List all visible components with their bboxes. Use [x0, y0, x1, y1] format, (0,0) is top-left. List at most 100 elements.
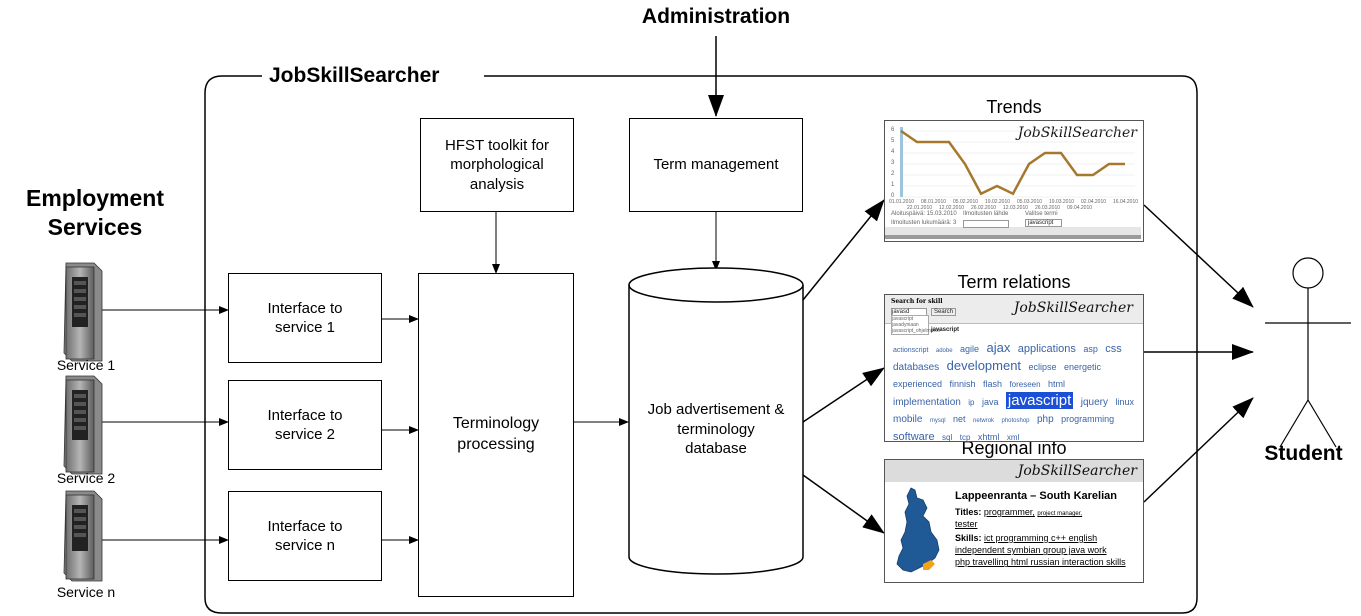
term-relations-screenshot: JobSkillSearcher Search for skill javasd…	[884, 294, 1144, 442]
interface-service-n: Interface to service n	[228, 491, 382, 581]
system-boundary	[204, 75, 1198, 614]
cloud-term[interactable]: php	[1036, 414, 1054, 426]
cloud-term[interactable]: foreseen	[1009, 380, 1041, 390]
administration-title: Administration	[641, 5, 791, 28]
cloud-term[interactable]: ip	[968, 397, 975, 407]
cloud-term[interactable]: experienced	[893, 379, 943, 390]
title-item[interactable]: tester	[955, 518, 978, 529]
cloud-term[interactable]: linux	[1115, 396, 1134, 407]
database-cylinder	[628, 267, 804, 575]
cloud-term[interactable]: java	[981, 396, 999, 407]
cloud-term[interactable]: html	[1048, 379, 1066, 390]
trend-date-tick: 22.01.2010	[907, 205, 933, 211]
stick-figure-icon	[1265, 257, 1351, 448]
title-item[interactable]: programmer,	[983, 507, 1035, 517]
cloud-term[interactable]: javascript	[1005, 391, 1074, 409]
regional-info-caption: Regional info	[961, 438, 1067, 458]
suggestion-item[interactable]: javascript_ohjelmointi	[892, 328, 940, 334]
cloud-term[interactable]: agile	[960, 344, 980, 354]
server-icon	[63, 490, 103, 582]
cloud-term[interactable]: development	[946, 357, 1022, 373]
skills-line: php travelling html russian interaction …	[955, 557, 1126, 568]
cloud-term[interactable]: net	[953, 414, 966, 425]
cloud-term[interactable]: databases	[893, 361, 940, 373]
trend-y-tick: 2	[891, 171, 895, 177]
relations-search-title: Search for skill	[891, 298, 943, 305]
server-icon	[63, 375, 103, 475]
trend-date-tick: 19.03.2010	[1049, 199, 1075, 205]
cloud-term[interactable]: flash	[982, 379, 1002, 390]
trend-date-tick: 05.03.2010	[1017, 199, 1043, 205]
cloud-term[interactable]: css	[1105, 343, 1122, 355]
cloud-term[interactable]: mobile	[893, 414, 923, 426]
trend-y-tick: 6	[891, 127, 895, 133]
cloud-term[interactable]: energetic	[1063, 361, 1102, 372]
trend-y-tick: 5	[891, 138, 895, 144]
cloud-term[interactable]: ajax	[986, 340, 1011, 355]
skills-label: Skills:	[955, 533, 982, 543]
title-item[interactable]: project manager,	[1037, 511, 1083, 517]
trends-term-select[interactable]: javascript	[1025, 219, 1063, 227]
db-trends-arrow	[802, 199, 885, 301]
cloud-term[interactable]: actionscript	[893, 347, 929, 354]
cloud-term[interactable]: tcp	[959, 432, 971, 442]
trends-student-arrow	[1143, 204, 1254, 308]
student-label: Student	[1264, 442, 1343, 465]
term-cloud: actionscript adobe agile ajax applicatio…	[893, 339, 1139, 442]
cloud-term[interactable]: xml	[1006, 432, 1020, 442]
interface-service-2: Interface to service 2	[228, 380, 382, 470]
terminology-processing-box: Terminology processing	[418, 273, 574, 597]
trends-control-source: Ilmoitusten lähde	[963, 211, 1009, 217]
titles-label: Titles:	[955, 507, 982, 517]
cloud-term[interactable]: implementation	[893, 396, 961, 408]
trend-date-tick: 26.03.2010	[1035, 205, 1061, 211]
region-skills: Skills: ict programming c++ english inde…	[955, 532, 1141, 568]
hfst-toolkit-box: HFST toolkit for morphological analysis	[420, 118, 574, 212]
cloud-term[interactable]: mysql	[929, 418, 946, 425]
cloud-term[interactable]: asp	[1083, 344, 1098, 354]
skills-line: independent symbian group java work	[955, 545, 1107, 556]
trend-date-tick: 02.04.2010	[1081, 199, 1107, 205]
trend-date-tick: 05.02.2010	[953, 199, 979, 205]
regional-brand: JobSkillSearcher	[1017, 463, 1137, 479]
cloud-term[interactable]: software	[893, 430, 935, 442]
relations-brand: JobSkillSearcher	[1013, 300, 1133, 316]
cloud-term[interactable]: adobe	[935, 348, 953, 354]
trend-date-tick: 09.04.2010	[1067, 205, 1093, 211]
trends-caption: Trends	[986, 97, 1042, 117]
trend-y-tick: 3	[891, 160, 895, 166]
cloud-term[interactable]: sql	[942, 432, 953, 442]
cloud-term[interactable]: finnish	[949, 379, 976, 390]
relations-query: javascript	[931, 327, 960, 333]
suggestion-item[interactable]: javadyniaan	[892, 322, 919, 328]
database-label: Job advertisement & terminology database	[647, 401, 785, 457]
trend-date-tick: 08.01.2010	[921, 199, 947, 205]
trend-date-tick: 19.02.2010	[985, 199, 1011, 205]
trend-date-tick: 16.04.2010	[1113, 199, 1139, 205]
skills-line: ict programming c++ english	[984, 533, 1098, 543]
suggestion-item[interactable]: javascript	[892, 316, 914, 322]
trends-control-term: Valitse termi	[1025, 211, 1058, 217]
service-2-label: Service 2	[56, 470, 116, 486]
cloud-term[interactable]: eclipse	[1028, 361, 1057, 372]
cloud-term[interactable]: photoshop	[1001, 418, 1030, 425]
interface-service-1: Interface to service 1	[228, 273, 382, 363]
cloud-term[interactable]: applications	[1017, 343, 1076, 355]
trend-y-tick: 0	[891, 193, 895, 199]
regional-student-arrow	[1143, 397, 1254, 503]
cloud-term[interactable]: jquery	[1080, 396, 1108, 408]
system-name: JobSkillSearcher	[269, 64, 440, 87]
trends-source-select[interactable]	[963, 220, 1009, 228]
service-n-label: Service n	[56, 584, 116, 600]
db-regional-arrow	[802, 474, 885, 534]
cloud-term[interactable]: netwrok	[973, 418, 995, 425]
relations-suggestions: javascript javadyniaan javascript_ohjelm…	[891, 315, 940, 335]
trends-control-count: Ilmoitusten lukumäärä: 3	[891, 220, 957, 226]
trend-y-tick: 1	[891, 182, 895, 188]
cloud-term[interactable]: xhtml	[977, 431, 1000, 442]
finland-map-icon	[896, 487, 940, 573]
relations-search-button[interactable]: Search	[931, 308, 957, 316]
cloud-term[interactable]: programming	[1061, 414, 1115, 425]
trend-date-tick: 12.03.2010	[1003, 205, 1029, 211]
